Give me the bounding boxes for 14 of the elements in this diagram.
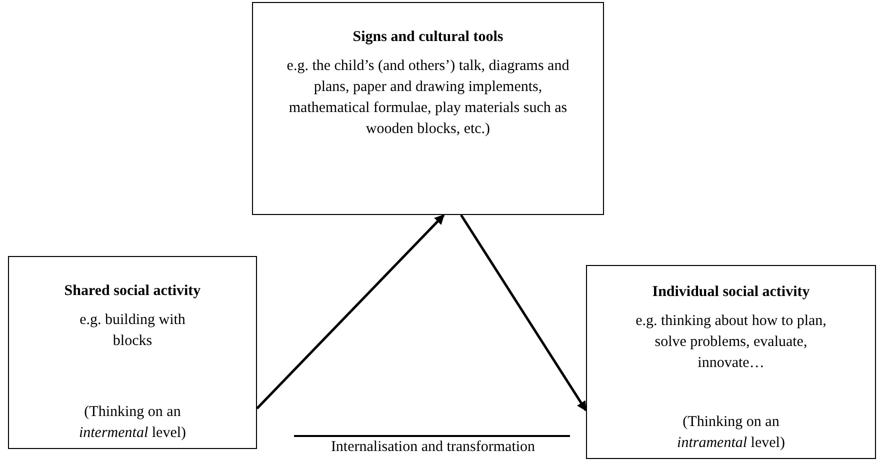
box-text: e.g. the child’s (and others’) talk, diagrams and plans, paper and drawing implements, mathematical formulae, play materials such as wooden blocks, etc.) <box>286 57 570 139</box>
text-box <box>252 2 604 215</box>
box-heading: Individual social activity <box>651 283 811 302</box>
box-text: (Thinking on an intermental level) <box>78 403 188 443</box>
caption-label: Internalisation and transformation <box>330 438 536 457</box>
box-heading: Shared social activity <box>63 282 202 301</box>
text-box <box>8 256 257 449</box>
text-box <box>586 265 876 459</box>
arrow <box>460 214 588 412</box>
arrow <box>256 214 445 410</box>
box-text: e.g. thinking about how to plan, solve problems, evaluate, innovate… <box>634 312 828 373</box>
box-text: (Thinking on an intramental level) <box>676 413 786 453</box>
box-text: e.g. building with blocks <box>78 311 186 351</box>
box-heading: Signs and cultural tools <box>352 28 504 47</box>
